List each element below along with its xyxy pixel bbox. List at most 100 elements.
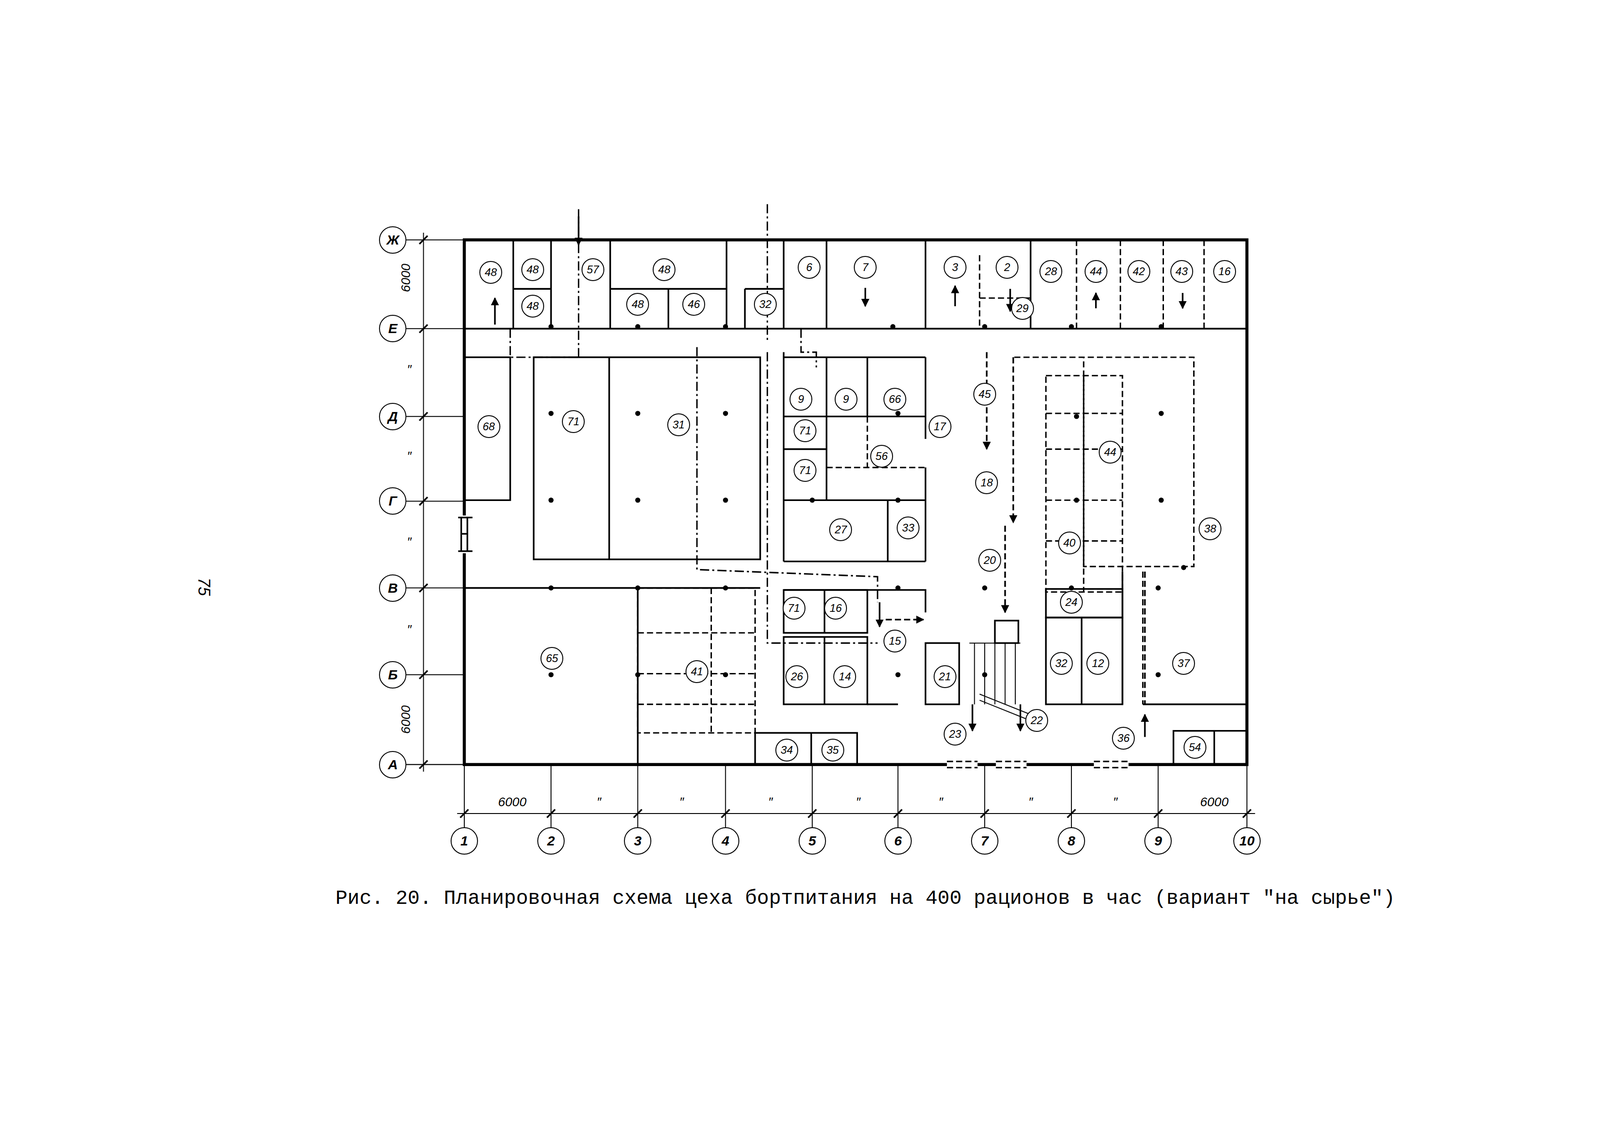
axis-bubble: Ж [379, 226, 407, 254]
node-text: 7 [862, 261, 868, 273]
flow-arrow [1181, 292, 1184, 309]
column-dot [895, 585, 901, 591]
node-text: 66 [888, 393, 902, 405]
node-text: 68 [482, 420, 495, 432]
dimension-label: ″ [405, 535, 413, 550]
column-dot [548, 497, 554, 503]
node-text: 35 [826, 744, 839, 756]
callout-number: 46 [682, 292, 706, 316]
wall [783, 636, 868, 705]
column-dot [635, 671, 641, 677]
flow-arrow [954, 285, 956, 307]
node-text: 5 [808, 833, 817, 848]
column-dot [635, 497, 641, 503]
column-dot [1155, 585, 1161, 591]
callout-number: 29 [1011, 296, 1034, 320]
outer-wall [458, 517, 473, 551]
node-text: 45 [978, 388, 992, 400]
node-text: 6 [893, 833, 902, 848]
node-text: 24 [1065, 596, 1078, 608]
wall [1045, 617, 1123, 704]
wall [1173, 730, 1215, 765]
node-text: 48 [526, 300, 539, 312]
node-text: 28 [1044, 265, 1058, 277]
axis-bubble: 3 [623, 826, 652, 855]
axis-bubble: 7 [971, 826, 999, 855]
callout-number: 6 [797, 255, 821, 279]
node-text: 40 [1063, 537, 1076, 549]
callout-number: 3 [943, 255, 967, 279]
dimension-lines [460, 809, 1252, 818]
callout-number: 20 [978, 548, 1002, 572]
dimension-label: 6000 [496, 794, 528, 810]
callout-number: 23 [943, 722, 967, 746]
column-dot [1068, 585, 1074, 591]
wall [1081, 571, 1123, 705]
callout-number: 38 [1198, 517, 1222, 541]
callout-number: 16 [1213, 259, 1237, 283]
callout-number: 43 [1170, 259, 1194, 283]
node-text: 18 [980, 477, 993, 489]
callout-number: 42 [1127, 259, 1151, 283]
callout-number: 71 [793, 458, 817, 482]
node-text: 2 [1003, 261, 1010, 273]
node-text: 14 [838, 670, 852, 682]
callout-number: 45 [973, 382, 997, 406]
callout-number: 32 [753, 292, 777, 316]
node-text: А [387, 757, 398, 772]
callout-number: 28 [1039, 259, 1063, 283]
node-text: Е [388, 321, 398, 336]
callout-number: 44 [1084, 259, 1108, 283]
column-dot [1158, 323, 1164, 329]
node-text: 6 [805, 261, 812, 273]
node-text: 22 [1030, 714, 1044, 726]
column-dot [635, 585, 641, 591]
node-text: 17 [933, 420, 946, 432]
callout-number: 71 [782, 596, 806, 620]
wall [610, 239, 727, 329]
node-text: 26 [790, 670, 804, 682]
node-text: 38 [1204, 523, 1217, 535]
column-dot [548, 671, 554, 677]
node-text: Ж [386, 233, 400, 247]
callout-number: 37 [1172, 651, 1195, 675]
column-dot [809, 497, 815, 503]
dimension-label: ″ [854, 794, 863, 810]
callout-number: 16 [824, 596, 847, 620]
wall [637, 587, 755, 733]
column-dot [981, 585, 988, 591]
node-text: 43 [1175, 265, 1188, 277]
dimension-label: ″ [405, 622, 413, 637]
node-text: 65 [545, 652, 559, 664]
outer-wall [464, 239, 1247, 765]
dimension-lines [405, 232, 1255, 828]
node-text: 8 [1067, 833, 1076, 848]
axis-bubble: 8 [1057, 826, 1086, 855]
flow-arrow [971, 704, 974, 731]
node-text: 44 [1104, 446, 1117, 458]
axis-bubble: Е [379, 314, 407, 343]
dimension-lines [457, 812, 1255, 814]
node-text: Б [388, 667, 398, 682]
node-text: Д [387, 409, 398, 424]
wall [464, 571, 1247, 765]
axis-bubble: 1 [450, 826, 478, 855]
flow-arrow [878, 602, 881, 627]
dimension-label: ″ [405, 362, 413, 377]
column-dot [635, 410, 641, 416]
flow-arrow [1019, 704, 1022, 731]
column-dot [1074, 497, 1080, 503]
node-text: 42 [1132, 265, 1145, 277]
dimension-label: ″ [937, 794, 945, 810]
node-text: 32 [1054, 657, 1068, 669]
callout-number: 48 [626, 292, 650, 316]
callout-number: 65 [540, 646, 564, 670]
node-text: 48 [631, 298, 645, 310]
node-text: 71 [567, 415, 580, 427]
axis-bubble: 5 [798, 826, 826, 855]
figure-caption: Рис. 20. Планировочная схема цеха бортпи… [335, 885, 1396, 910]
dimension-lines [419, 235, 428, 769]
column-dot [722, 410, 728, 416]
node-text: 48 [526, 264, 539, 276]
